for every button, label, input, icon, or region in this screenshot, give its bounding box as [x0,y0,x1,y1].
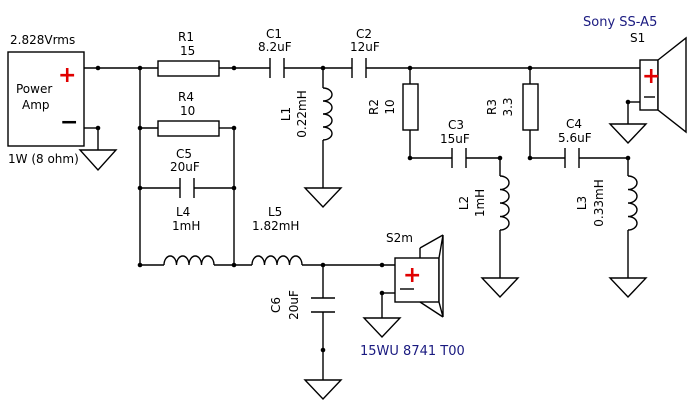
l5-ref: L5 [268,205,282,219]
woofer-ref-label: S2m [386,231,413,245]
source-rating-label: 1W (8 ohm) [8,152,79,166]
ground-symbols [78,123,648,401]
resistor-r3: R3 3.3 [485,83,539,131]
tweeter-ref-label: S1 [630,31,645,45]
l4-ref: L4 [176,205,190,219]
r4-ref: R4 [178,90,194,104]
tweeter-speaker: + Sony SS-A5 S1 [583,15,687,134]
l1-ref: L1 [279,107,293,121]
capacitor-c4: C4 5.6uF [558,117,592,168]
ground-icon [303,187,343,209]
r3-ref: R3 [485,99,499,115]
ground-icon [362,317,402,339]
wiring [84,67,640,380]
c5-ref: C5 [176,147,192,161]
l2-ref: L2 [457,196,471,210]
c5-value: 20uF [170,160,200,174]
r2-value: 10 [383,99,397,114]
l4-value: 1mH [172,219,200,233]
source-plus-sign: + [58,63,76,88]
c2-value: 12uF [350,40,380,54]
capacitor-c3: C3 15uF [440,118,470,168]
woofer-speaker: + S2m 15WU 8741 T00 [360,231,465,359]
l3-ref: L3 [575,196,589,210]
power-amp-label-line1: Power [16,82,52,96]
r1-ref: R1 [178,30,194,44]
tweeter-model-label: Sony SS-A5 [583,15,657,30]
ground-icon [480,277,520,299]
r4-value: 10 [180,104,195,118]
resistor-r1: R1 15 [157,30,220,77]
inductor-l1: L1 0.22mH [279,87,333,141]
resistor-r2: R2 10 [367,83,419,131]
r1-value: 15 [180,44,195,58]
ground-icon [608,123,648,145]
inductor-l2: L2 1mH [457,175,510,231]
capacitor-c5: C5 20uF [170,147,200,198]
power-amp-source: 2.828Vrms Power Amp + − 1W (8 ohm) [7,33,85,166]
l5-value: 1.82mH [252,219,299,233]
l1-value: 0.22mH [295,90,309,137]
c3-value: 15uF [440,132,470,146]
resistor-r4: R4 10 [157,90,220,137]
capacitor-c2: C2 12uF [350,27,380,78]
c3-ref: C3 [448,118,464,132]
junction-dots [95,65,631,353]
power-amp-label-line2: Amp [22,98,50,112]
inductor-l3: L3 0.33mH [575,175,638,231]
ground-icon [303,379,343,401]
c4-ref: C4 [566,117,582,131]
ground-icon [78,149,118,172]
c1-ref: C1 [266,27,282,41]
c4-value: 5.6uF [558,131,592,145]
capacitor-c6: C6 20uF [269,290,335,320]
l2-value: 1mH [473,189,487,217]
l3-value: 0.33mH [592,179,606,226]
speaker-icon [394,257,440,303]
r2-ref: R2 [367,99,381,115]
source-voltage-label: 2.828Vrms [10,33,75,47]
ground-icon [608,277,648,299]
capacitor-c1: C1 8.2uF [258,27,292,78]
woofer-model-label: 15WU 8741 T00 [360,344,465,359]
c2-ref: C2 [356,27,372,41]
r3-value: 3.3 [501,97,515,116]
c1-value: 8.2uF [258,40,292,54]
c6-ref: C6 [269,297,283,313]
c6-value: 20uF [287,290,301,320]
tweeter-plus-sign: + [642,64,660,89]
inductor-l5: L5 1.82mH [251,205,303,266]
inductor-l4: L4 1mH [163,205,215,266]
power-amp-box [7,51,85,147]
woofer-plus-sign: + [403,263,421,288]
source-minus-sign: − [60,110,78,135]
